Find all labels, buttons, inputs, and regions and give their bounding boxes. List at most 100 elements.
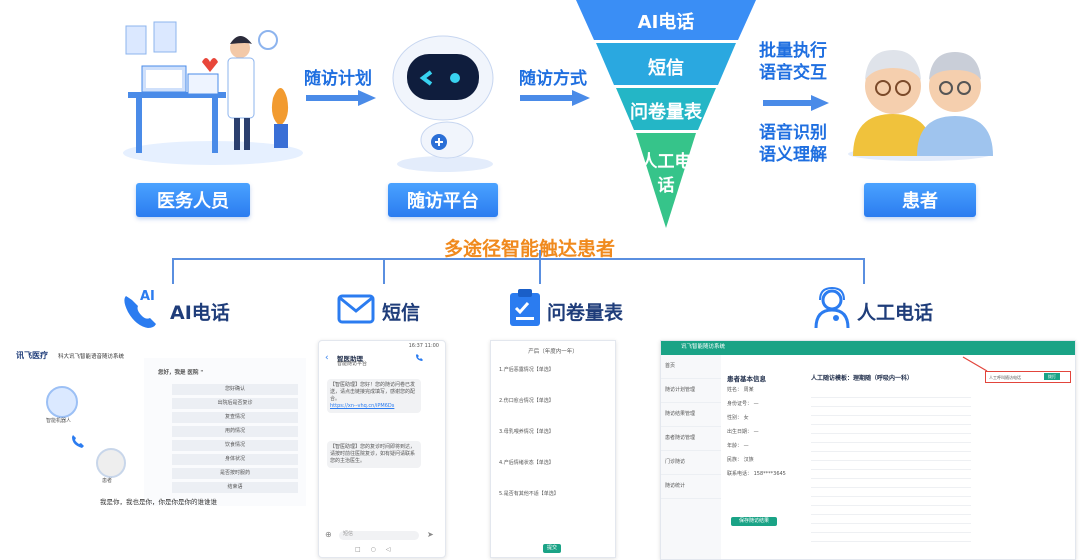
patient-field: 年龄： — [727, 443, 749, 449]
sms-input-hint: 短信 [343, 531, 354, 537]
channel-funnel [576, 0, 756, 228]
branch-ai [172, 258, 174, 284]
funnel-sms: 短信 [648, 58, 684, 79]
template-lines [811, 389, 971, 549]
ai-phone-icon: AI [124, 289, 156, 328]
dialog-menu-item: 饮食情况 [172, 440, 298, 451]
branch-horizontal [172, 258, 864, 260]
nav-bar: □○◁ [355, 546, 401, 553]
app-header-title: 讯飞智能随访系统 [681, 344, 726, 350]
contact-name: 智医助理 [337, 355, 363, 363]
side-nav-item[interactable]: 随访计划管理 [661, 379, 721, 403]
dialog-menu-item: 是否按时服药 [172, 468, 298, 479]
msg-2-text: 【智医助理】您的复诊时间即将到达，请按时前往医院复诊，如有疑问请联系您的主治医生… [330, 444, 416, 464]
svg-text:AI: AI [140, 289, 155, 304]
side-nav-item[interactable]: 随访统计 [661, 475, 721, 499]
funnel-manual-phone: 人工电话 [640, 152, 692, 196]
branch-sms [383, 258, 385, 284]
capability-voice-recognition: 语音识别 [759, 123, 827, 143]
dial-button[interactable]: 拨打 [1044, 373, 1060, 380]
status-bar: 16:37 11:00 [408, 343, 439, 349]
funnel-questionnaire: 问卷量表 [630, 102, 702, 123]
arrow-right-icon [763, 95, 829, 111]
patient-field: 姓名： 周某 [727, 387, 754, 393]
manual-phone-title: 人工电话 [857, 302, 934, 324]
questionnaire-screenshot: 产后（年度内一年） 1.产后恶露情况【单选】 2.伤口愈合情况【单选】 3.母乳喂养… [490, 340, 616, 558]
greeting-text: 您好，我是 医院 " [158, 370, 204, 376]
capability-voice-interaction: 语音交互 [759, 63, 827, 83]
plan-flow-label: 随访计划 [304, 69, 372, 89]
question-item: 2.伤口愈合情况【单选】 [499, 398, 554, 404]
patients-illustration [848, 50, 993, 161]
side-nav: 首页随访计划管理随访结果管理患者随访管理门诊随访随访统计 [661, 355, 721, 559]
ai-phone-title: AI电话 [170, 302, 230, 324]
contact-sub: 智能随访平台 [337, 361, 368, 367]
branch-manual [863, 258, 865, 284]
patient-info-title: 患者基本信息 [727, 375, 766, 383]
msg-bubble-2: 【智医助理】您的复诊时间即将到达，请按时前往医院复诊，如有疑问请联系您的主治医生… [327, 441, 421, 468]
ai-phone-screenshot: 讯飞医疗 科大讯飞智能语音随访系统 智能机器人 患者 您好，我是 医院 " 您好… [12, 340, 308, 516]
arrow-right-icon [520, 90, 590, 106]
patient-avatar-label: 患者 [102, 478, 113, 484]
save-result-button[interactable]: 保存随访结果 [731, 517, 778, 526]
patient-label: 患者 [864, 183, 976, 217]
sms-title: 短信 [382, 302, 421, 324]
question-item: 3.母乳喂养情况【单选】 [499, 429, 554, 435]
branch-vertical-main [539, 250, 541, 258]
robot-avatar [46, 386, 78, 418]
robot-label: 智能机器人 [46, 418, 72, 424]
question-item: 4.产后情绪状态【单选】 [499, 460, 554, 466]
clipboard-icon [510, 289, 540, 326]
side-nav-item[interactable]: 随访结果管理 [661, 403, 721, 427]
ai-caption: 我是你，我也是你，你是你是你的谁谁谁 [100, 498, 217, 506]
arrow-right-icon [306, 90, 376, 106]
patient-field: 性别： 女 [727, 415, 749, 421]
questionnaire-title: 问卷量表 [547, 302, 624, 324]
medical-staff-label: 医务人员 [136, 183, 250, 217]
call-icon[interactable] [415, 354, 423, 362]
capability-batch: 批量执行 [759, 41, 827, 61]
patient-field: 联系电话： 158****3645 [727, 471, 786, 477]
back-icon[interactable]: ‹ [325, 353, 329, 363]
method-flow-label: 随访方式 [519, 69, 587, 89]
app-header: 讯飞智能随访系统 [661, 341, 1075, 355]
questionnaire-title-text: 产后（年度内一年） [528, 349, 578, 355]
dialog-menu-item: 身体状况 [172, 454, 298, 465]
side-nav-item[interactable]: 首页 [661, 355, 721, 379]
msg-1-link[interactable]: https://xn--vhq.cn/iPM6Ds [330, 403, 395, 409]
msg-bubble-1: 【智医助理】您好！您的随访问卷已发送，请点击链接完成填写，感谢您的配合。 htt… [327, 379, 421, 413]
sms-input[interactable]: 短信 [339, 531, 419, 540]
submit-button[interactable]: 提交 [543, 544, 562, 553]
sms-phone-screenshot: 16:37 11:00 ‹ 智医助理 智能随访平台 【智医助理】您好！您的随访问… [318, 340, 446, 558]
brand-logo: 讯飞医疗 [16, 351, 48, 360]
callout-arrow [962, 356, 988, 372]
question-item: 1.产后恶露情况【单选】 [499, 367, 554, 373]
dialog-menu-item: 出院后是否复诊 [172, 398, 298, 409]
patient-fields: 姓名： 周某身份证号： —性别： 女出生日期： —年龄： —民族： 汉族联系电话… [727, 387, 811, 485]
template-title: 人工随访模板：理期随（呼吸内一科） [811, 375, 914, 382]
side-nav-item[interactable]: 患者随访管理 [661, 427, 721, 451]
capability-semantic: 语义理解 [759, 145, 827, 165]
system-title: 科大讯飞智能语音随访系统 [58, 354, 125, 360]
agent-icon [814, 286, 850, 329]
question-item: 5.是否有其他不适【单选】 [499, 491, 559, 497]
question-list: 1.产后恶露情况【单选】 2.伤口愈合情况【单选】 3.母乳喂养情况【单选】 4.产后… [499, 367, 609, 522]
mail-icon [337, 294, 375, 324]
patient-avatar [96, 448, 126, 478]
medical-staff-illustration [123, 21, 303, 165]
call-label: 人工呼叫随访电话 [989, 375, 1021, 380]
add-icon[interactable]: ⊕ [325, 530, 332, 539]
manual-phone-screenshot: 讯飞智能随访系统 首页随访计划管理随访结果管理患者随访管理门诊随访随访统计 患者… [660, 340, 1076, 560]
dialog-menu-item: 结束语 [172, 482, 298, 493]
patient-field: 民族： 汉族 [727, 457, 754, 463]
patient-field: 身份证号： — [727, 401, 759, 407]
call-bar: 人工呼叫随访电话 拨打 [985, 371, 1071, 383]
dialog-menu: 您好确认出院后是否复诊复查情况用药情况饮食情况身体状况是否按时服药结束语 [172, 384, 298, 496]
dialog-menu-item: 您好确认 [172, 384, 298, 395]
msg-1-text: 【智医助理】您好！您的随访问卷已发送，请点击链接完成填写，感谢您的配合。 [330, 382, 416, 402]
phone-icon [72, 435, 84, 448]
robot-illustration [392, 35, 494, 172]
send-icon[interactable]: ➤ [427, 530, 434, 539]
side-nav-item[interactable]: 门诊随访 [661, 451, 721, 475]
multi-channel-title: 多途径智能触达患者 [444, 238, 616, 260]
